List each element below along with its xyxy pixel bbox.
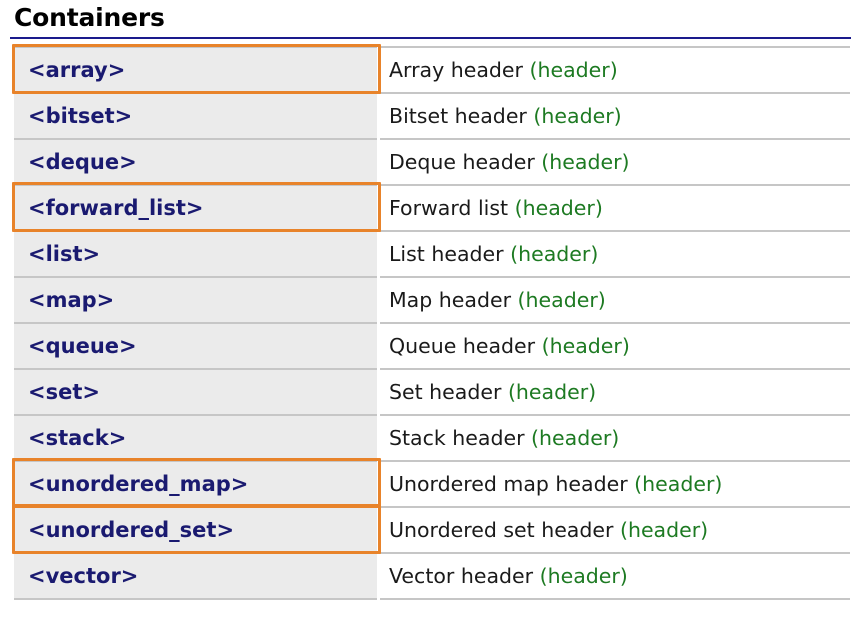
header-description-label: Set header: [389, 380, 502, 404]
header-kind-tag: (header): [529, 58, 618, 82]
page-title: Containers: [14, 3, 165, 32]
header-name-cell[interactable]: <map>: [14, 276, 380, 323]
header-kind-tag: (header): [541, 150, 630, 174]
header-description-text: Unordered map header (header): [380, 462, 850, 506]
header-description-cell: List header (header): [377, 230, 850, 277]
header-kind-tag: (header): [510, 242, 599, 266]
header-description-label: Unordered set header: [389, 518, 614, 542]
header-name-link[interactable]: <forward_list>: [28, 196, 204, 220]
table-row[interactable]: <map> Map header (header): [14, 276, 850, 323]
header-name-cell[interactable]: <list>: [14, 230, 380, 277]
header-name-link[interactable]: <vector>: [28, 564, 139, 588]
header-name-link[interactable]: <stack>: [28, 426, 127, 450]
header-name-link[interactable]: <array>: [28, 58, 126, 82]
header-kind-tag: (header): [619, 518, 709, 542]
table-row[interactable]: <unordered_set> Unordered set header (hea…: [14, 506, 850, 553]
header-description-label: Deque header: [389, 150, 535, 174]
header-kind-tag: (header): [634, 472, 723, 496]
header-description-cell: Set header (header): [377, 368, 850, 415]
containers-header-table: <array> Array header (header) <bitset> Bits…: [14, 46, 850, 600]
table-row[interactable]: <set> Set header (header): [14, 368, 850, 415]
header-description-text: Unordered set header (header): [380, 508, 850, 552]
table-row[interactable]: <list> List header (header): [14, 230, 850, 277]
header-description-text: Queue header (header): [380, 324, 850, 368]
header-description-cell: Vector header (header): [377, 552, 850, 600]
header-kind-tag: (header): [517, 288, 606, 312]
table-row[interactable]: <vector> Vector header (header): [14, 552, 850, 600]
header-name-link[interactable]: <bitset>: [28, 104, 133, 128]
header-description-label: Vector header: [389, 564, 534, 588]
header-description-label: Queue header: [389, 334, 536, 358]
header-description-text: Map header (header): [380, 278, 850, 322]
table-row[interactable]: <array> Array header (header): [14, 46, 850, 93]
header-name-cell[interactable]: <array>: [14, 46, 380, 93]
header-kind-tag: (header): [507, 380, 597, 404]
header-kind-tag: (header): [514, 196, 603, 220]
header-name-cell[interactable]: <unordered_set>: [14, 506, 380, 553]
header-name-link[interactable]: <queue>: [28, 334, 137, 358]
header-kind-tag: (header): [533, 104, 622, 128]
header-description-text: List header (header): [380, 232, 850, 276]
header-description-text: Deque header (header): [380, 140, 850, 184]
header-name-cell[interactable]: <bitset>: [14, 92, 380, 139]
header-description-cell: Map header (header): [377, 276, 850, 323]
header-description-text: Vector header (header): [380, 554, 850, 598]
title-underline-rule: [10, 37, 851, 39]
header-name-cell[interactable]: <stack>: [14, 414, 380, 461]
header-description-cell: Unordered map header (header): [377, 460, 850, 507]
header-description-cell: Queue header (header): [377, 322, 850, 369]
header-name-cell[interactable]: <unordered_map>: [14, 460, 380, 507]
table-row[interactable]: <bitset> Bitset header (header): [14, 92, 850, 139]
header-name-link[interactable]: <map>: [28, 288, 115, 312]
header-description-cell: Stack header (header): [377, 414, 850, 461]
header-kind-tag: (header): [531, 426, 620, 450]
table-row[interactable]: <stack> Stack header (header): [14, 414, 850, 461]
header-description-label: Stack header: [389, 426, 525, 450]
table-row[interactable]: <unordered_map> Unordered map header (hea…: [14, 460, 850, 507]
header-name-link[interactable]: <unordered_map>: [28, 472, 249, 496]
header-description-cell: Array header (header): [377, 46, 850, 93]
table-row[interactable]: <forward_list> Forward list (header): [14, 184, 850, 231]
header-description-label: Map header: [389, 288, 511, 312]
table-row[interactable]: <deque> Deque header (header): [14, 138, 850, 185]
header-name-cell[interactable]: <queue>: [14, 322, 380, 369]
header-description-cell: Deque header (header): [377, 138, 850, 185]
header-kind-tag: (header): [541, 334, 630, 358]
header-name-cell[interactable]: <vector>: [14, 552, 380, 600]
header-description-text: Bitset header (header): [380, 94, 850, 138]
table-row[interactable]: <queue> Queue header (header): [14, 322, 850, 369]
header-description-cell: Unordered set header (header): [377, 506, 850, 553]
header-name-cell[interactable]: <set>: [14, 368, 380, 415]
header-name-cell[interactable]: <forward_list>: [14, 184, 380, 231]
header-description-text: Forward list (header): [380, 186, 850, 230]
header-description-label: List header: [389, 242, 504, 266]
header-description-text: Set header (header): [380, 370, 850, 414]
header-description-label: Unordered map header: [389, 472, 628, 496]
header-description-label: Bitset header: [389, 104, 527, 128]
header-name-link[interactable]: <deque>: [28, 150, 137, 174]
header-name-link[interactable]: <set>: [28, 380, 100, 404]
header-description-label: Forward list: [389, 196, 509, 220]
header-name-cell[interactable]: <deque>: [14, 138, 380, 185]
header-description-label: Array header: [389, 58, 523, 82]
header-description-text: Stack header (header): [380, 416, 850, 460]
containers-header-table-body: <array> Array header (header) <bitset> Bits…: [14, 46, 850, 600]
header-kind-tag: (header): [539, 564, 628, 588]
header-description-text: Array header (header): [380, 48, 850, 92]
header-name-link[interactable]: <unordered_set>: [28, 518, 235, 542]
header-description-cell: Bitset header (header): [377, 92, 850, 139]
header-name-link[interactable]: <list>: [28, 242, 101, 266]
header-description-cell: Forward list (header): [377, 184, 850, 231]
